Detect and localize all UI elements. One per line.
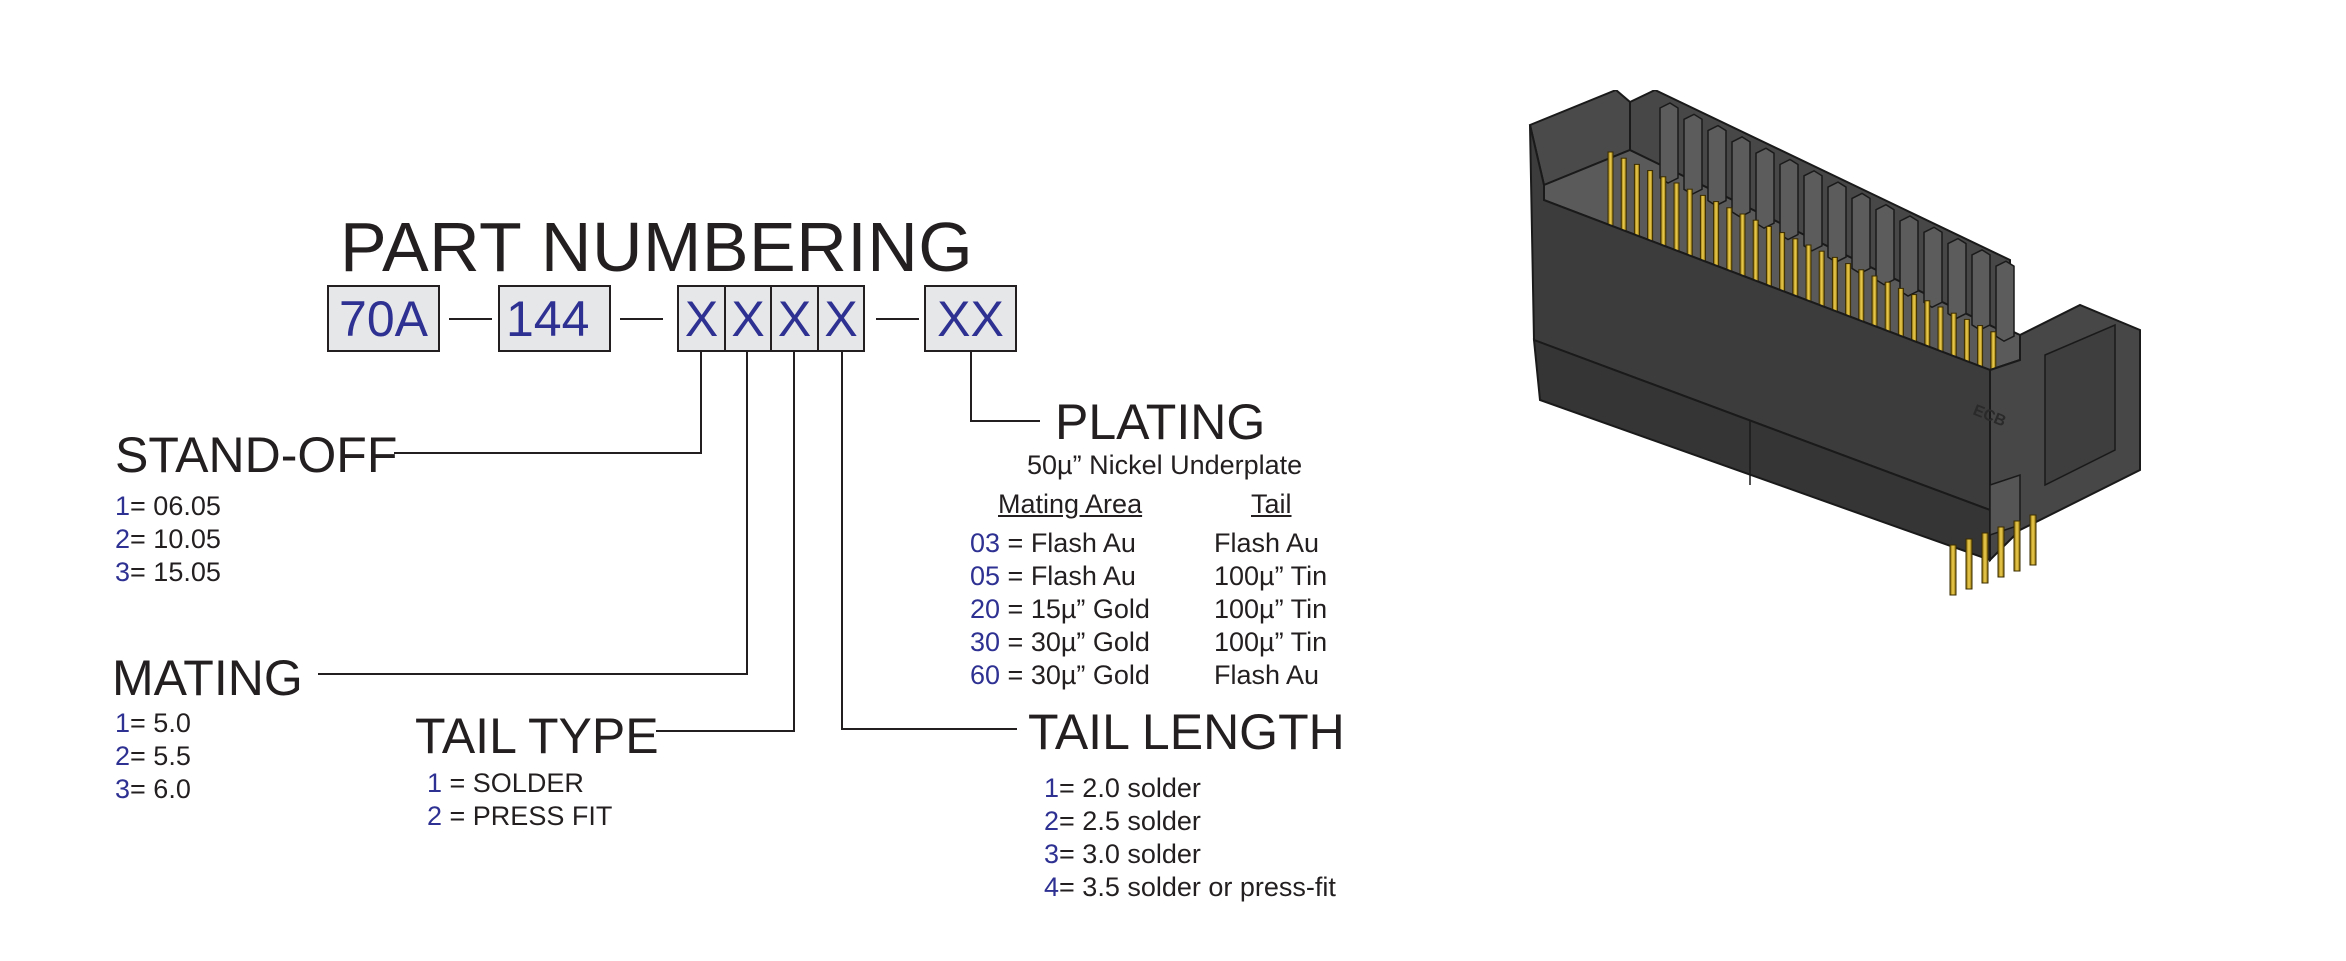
- rib: [1827, 181, 1847, 263]
- tail-type-code-box: X: [770, 285, 819, 352]
- tail-pin: [2029, 514, 2037, 566]
- list-item: 1= 5.0: [115, 708, 191, 738]
- plating-subtitle: 50µ” Nickel Underplate: [1027, 450, 1303, 480]
- standoff-heading: STAND-OFF: [115, 427, 398, 483]
- list-item: 3= 6.0: [115, 774, 191, 804]
- list-item: 3= 15.05: [115, 557, 221, 587]
- tail-type-options: 1 = SOLDER 2 = PRESS FIT: [427, 767, 612, 833]
- standoff-options: 1= 06.05 2= 10.05 3= 15.05: [115, 490, 221, 589]
- tail-pin: [1949, 544, 1957, 596]
- rib: [1947, 237, 1967, 320]
- plating-heading: PLATING: [1055, 394, 1266, 450]
- list-item: 3= 3.0 solder: [1044, 839, 1201, 869]
- plating-code-box: XX: [924, 285, 1017, 352]
- tail-pin: [1997, 526, 2005, 578]
- tail-type-leader: [656, 352, 795, 732]
- plating-col-tail: Tail: [1251, 489, 1292, 519]
- mating-options: 1= 5.0 2= 5.5 3= 6.0: [115, 707, 191, 806]
- list-item: 2= 10.05: [115, 524, 221, 554]
- rib: [1971, 249, 1991, 331]
- list-item: 2= 5.5: [115, 741, 191, 771]
- rib: [1755, 147, 1775, 230]
- dash: [449, 318, 492, 320]
- standoff-leader: [394, 352, 702, 454]
- list-item: 1= 06.05: [115, 491, 221, 521]
- tail-type-heading: TAIL TYPE: [415, 708, 659, 764]
- tail-pin: [1981, 532, 1989, 584]
- tail-length-heading: TAIL LENGTH: [1028, 704, 1345, 760]
- rib: [1851, 192, 1871, 275]
- mating-leader: [318, 352, 748, 675]
- housing-end-window: [2044, 323, 2116, 487]
- rib: [1683, 113, 1703, 196]
- positions-box: 144: [498, 285, 611, 352]
- mating-heading: MATING: [112, 650, 303, 706]
- tail-length-leader: [841, 352, 1017, 730]
- plating-leader: [970, 352, 1040, 422]
- series-box: 70A: [327, 285, 440, 352]
- list-item: 4= 3.5 solder or press-fit: [1044, 872, 1336, 902]
- plating-col-mating: Mating Area: [998, 489, 1143, 519]
- dash: [620, 318, 663, 320]
- rib: [1731, 136, 1751, 218]
- page-title: PART NUMBERING: [340, 208, 974, 286]
- rib: [1875, 203, 1895, 286]
- rib: [1707, 124, 1727, 207]
- rib: [1923, 226, 1943, 309]
- rib: [1659, 102, 1679, 184]
- list-item: 2= 2.5 solder: [1044, 806, 1201, 836]
- dash: [876, 318, 919, 320]
- rib: [1995, 260, 2015, 343]
- rib: [1779, 158, 1799, 241]
- rib: [1803, 169, 1823, 252]
- standoff-code-box: X: [677, 285, 726, 352]
- list-item: 2 = PRESS FIT: [427, 801, 613, 831]
- tail-length-code-box: X: [817, 285, 865, 352]
- list-item: 1= 2.0 solder: [1044, 773, 1201, 803]
- right-pins: [1949, 514, 2037, 596]
- mating-code-box: X: [724, 285, 772, 352]
- housing-ribs: [1659, 102, 2015, 343]
- tail-pin: [1965, 538, 1973, 590]
- rib: [1899, 215, 1919, 297]
- connector-illustration: ECB: [1528, 90, 2141, 596]
- list-item: 1 = SOLDER: [427, 768, 584, 798]
- tail-pin: [2013, 520, 2021, 572]
- tail-length-options: 1= 2.0 solder 2= 2.5 solder 3= 3.0 solde…: [1044, 772, 1336, 904]
